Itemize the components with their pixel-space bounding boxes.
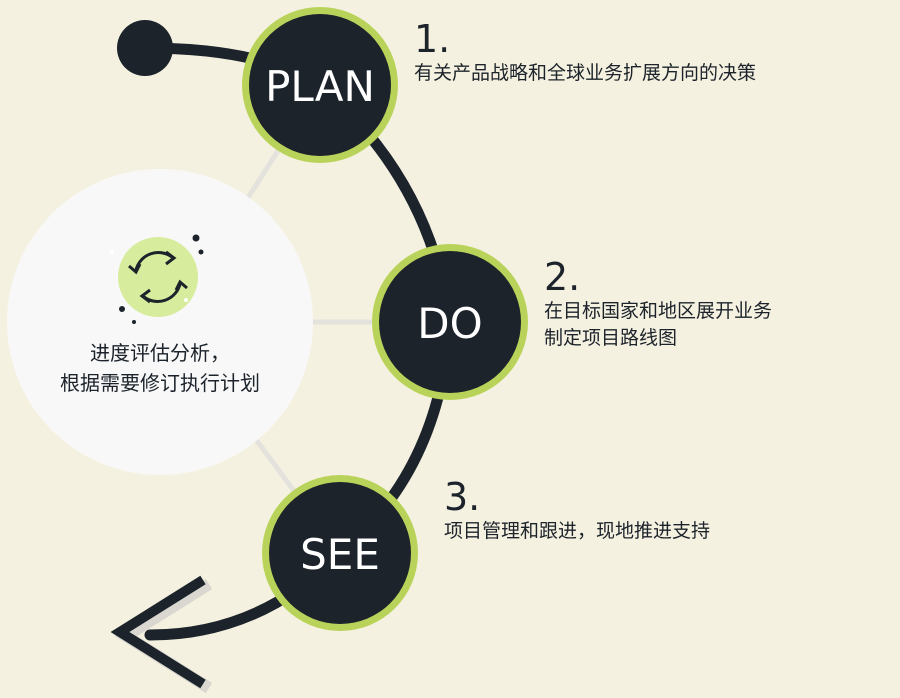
step-3-description: 项目管理和跟进，现地推进支持 — [444, 520, 711, 542]
node-do: DO — [372, 244, 528, 400]
refresh-cycle-icon — [110, 234, 204, 324]
node-see: SEE — [262, 475, 418, 631]
step-2-description: 在目标国家和地区展开业务 制定项目路线图 — [544, 300, 773, 349]
start-dot — [117, 20, 173, 76]
step-2-number: 2. — [544, 255, 581, 299]
step-1-description: 有关产品战略和全球业务扩展方向的决策 — [414, 62, 757, 84]
review-text: 进度评估分析， 根据需要修订执行计划 — [60, 341, 260, 395]
step-1-number: 1. — [414, 17, 451, 61]
node-see-label: SEE — [300, 530, 380, 579]
node-plan-label: PLAN — [265, 62, 375, 111]
review-circle — [7, 169, 313, 475]
step-3-number: 3. — [444, 475, 481, 519]
node-plan: PLAN — [242, 7, 398, 163]
arrow-head-icon — [110, 575, 206, 689]
node-do-label: DO — [417, 299, 482, 348]
